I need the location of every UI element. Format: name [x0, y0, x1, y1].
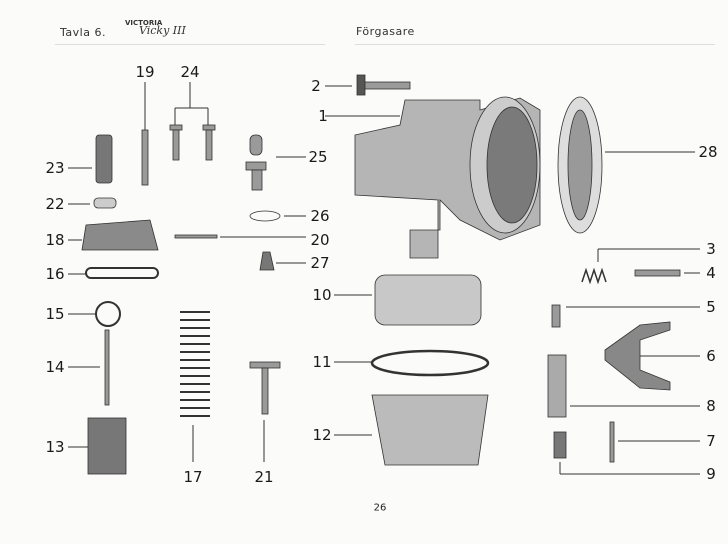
- part-9-jet: [553, 431, 567, 459]
- part-label: 2: [311, 77, 321, 95]
- part-label: 24: [180, 63, 200, 81]
- part-4-screw: [634, 269, 681, 277]
- part-24-screw: [172, 129, 180, 161]
- part-24-screw: [205, 129, 213, 161]
- part-label: 9: [706, 465, 716, 483]
- part-25-nipple: [251, 169, 263, 191]
- part-label: 8: [706, 397, 716, 415]
- page-title: Förgasare: [356, 25, 415, 38]
- part-label: 17: [183, 468, 203, 486]
- part-label: 10: [312, 286, 332, 304]
- part-label: 6: [706, 347, 716, 365]
- part-label: 20: [310, 231, 330, 249]
- part-11-ring: [370, 349, 490, 377]
- part-label: 26: [310, 207, 330, 225]
- part-18-cover: [81, 219, 159, 251]
- part-label: 18: [45, 231, 65, 249]
- part-label: 23: [45, 159, 65, 177]
- part-26-washer: [249, 210, 281, 222]
- part-5-needle-valve: [551, 304, 561, 328]
- part-label: 1: [318, 107, 328, 125]
- part-label: 12: [312, 426, 332, 444]
- part-6-lever: [604, 321, 671, 391]
- part-22-nut: [93, 197, 117, 209]
- part-14-needle: [104, 329, 110, 406]
- part-3-spring: [581, 267, 607, 285]
- part-8-jet: [547, 354, 567, 418]
- part-16-gasket: [85, 267, 159, 279]
- header-rule: [55, 44, 325, 45]
- parts: [81, 74, 681, 475]
- part-13-slide: [87, 417, 127, 475]
- part-label: 4: [706, 264, 716, 282]
- part-27-jet: [259, 251, 275, 271]
- part-label: 22: [45, 195, 65, 213]
- part-label: 14: [45, 358, 65, 376]
- part-label: 11: [312, 353, 332, 371]
- part-20-pin: [174, 234, 218, 239]
- part-15-clip: [95, 301, 121, 327]
- part-19-needle: [141, 129, 149, 186]
- model-text: Vicky III: [139, 24, 186, 37]
- part-label: 25: [308, 148, 328, 166]
- part-label: 27: [310, 254, 330, 272]
- brand-text: VICTORIA: [125, 19, 163, 27]
- part-label: 5: [706, 298, 716, 316]
- plate-label: Tavla 6.: [60, 26, 106, 39]
- part-label: 7: [706, 432, 716, 450]
- part-12-bowl: [371, 394, 489, 466]
- part-label: 3: [706, 240, 716, 258]
- part-7-pin: [609, 421, 615, 463]
- page-number: 26: [373, 502, 387, 514]
- part-28-ring: [567, 109, 593, 221]
- part-label: 28: [698, 143, 718, 161]
- part-label: 19: [135, 63, 155, 81]
- part-label: 13: [45, 438, 65, 456]
- part-label: 21: [254, 468, 274, 486]
- part-label: 15: [45, 305, 65, 323]
- part-10-float: [374, 274, 482, 326]
- part-2-screw: [364, 81, 411, 90]
- header-rule: [355, 44, 715, 45]
- part-label: 16: [45, 265, 65, 283]
- part-17-spring: [180, 311, 210, 417]
- part-21-screw: [261, 367, 269, 415]
- leader-lines: [68, 82, 700, 475]
- part-23-adjuster: [95, 134, 113, 184]
